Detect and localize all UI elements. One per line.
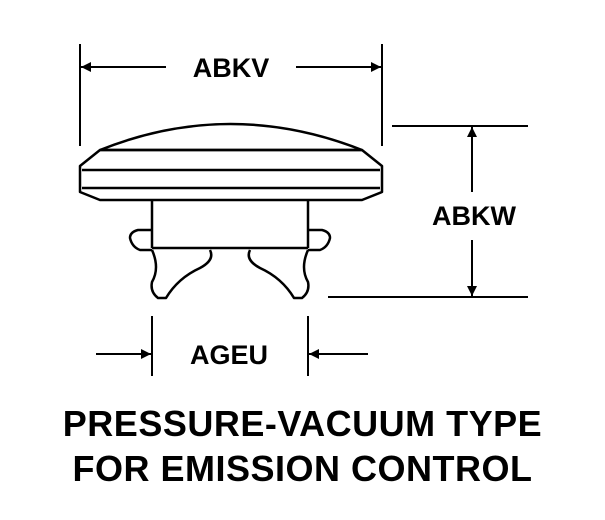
cap-dome	[99, 122, 363, 152]
dimension-label-neck-diameter: AGEU	[190, 340, 268, 370]
dimension-label-overall-diameter: ABKV	[193, 53, 270, 83]
caption-line-1: PRESSURE-VACUUM TYPE	[62, 403, 543, 444]
dimension-label-height: ABKW	[432, 201, 516, 231]
cap-right-lug	[247, 249, 310, 300]
dimension-lines	[79, 44, 528, 376]
cap-outline	[78, 122, 384, 300]
cap-right-latch	[308, 228, 332, 252]
caption-line-2: FOR EMISSION CONTROL	[72, 448, 533, 489]
cap-left-latch	[128, 228, 152, 252]
cap-left-lug	[150, 249, 213, 300]
cap-rim	[78, 148, 384, 202]
